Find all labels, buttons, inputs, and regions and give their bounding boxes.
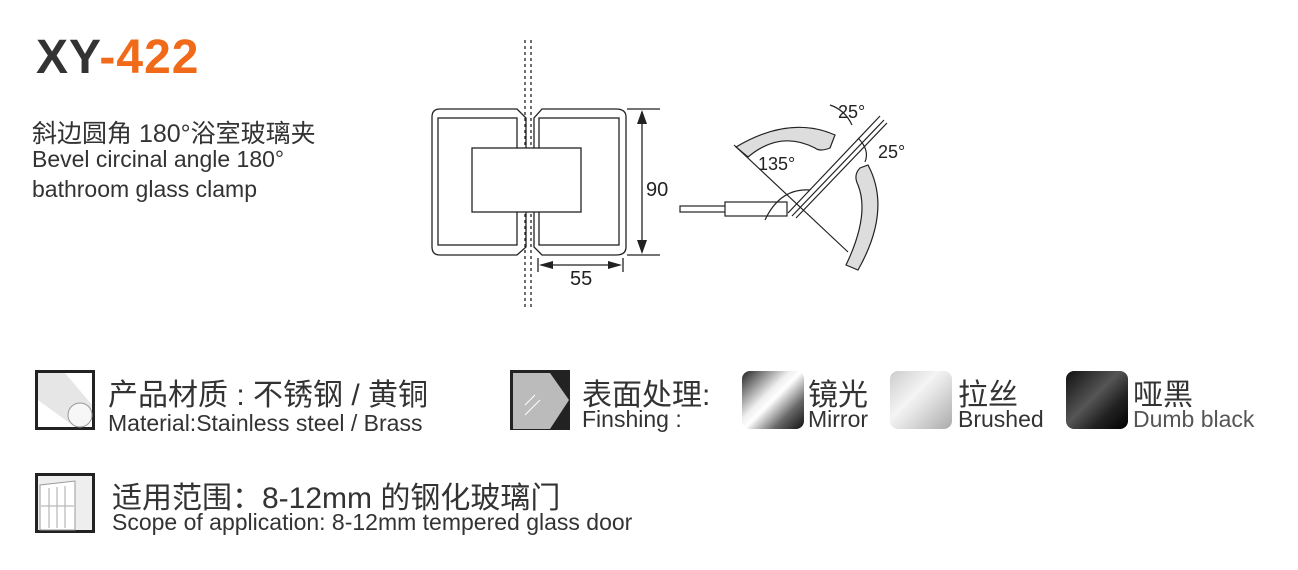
finish-mirror-cn: 镜光 (808, 379, 868, 412)
finish-brushed-cn: 拉丝 (958, 379, 1018, 412)
finish-mirror-en: Mirror (808, 406, 869, 432)
angle-25-right-label: 25° (878, 142, 905, 162)
scope-cn: 适用范围：8-12mm 的钢化玻璃门 (112, 482, 561, 515)
material-cylinder-icon (35, 370, 95, 430)
finishing-en: Finshing : (582, 406, 682, 432)
angle-25-top-label: 25° (838, 102, 865, 122)
description-en-line2: bathroom glass clamp (32, 176, 257, 202)
finishing-glass-icon (510, 370, 570, 430)
top-view-drawing: 135° 25° 25° (679, 102, 905, 271)
finishing-cn: 表面处理: (582, 379, 711, 412)
product-model-title: XY-422 (36, 30, 199, 85)
swatch-dumb-black (1066, 371, 1128, 429)
model-number: -422 (99, 31, 200, 84)
swatch-brushed (890, 371, 952, 429)
model-prefix: XY (36, 31, 100, 84)
description-en-line1: Bevel circinal angle 180° (32, 146, 285, 172)
description-cn: 斜边圆角 180°浴室玻璃夹 (32, 120, 316, 148)
front-view-drawing: 90 55 (431, 40, 668, 308)
dim-height-label: 90 (646, 179, 668, 201)
finish-brushed-en: Brushed (958, 406, 1044, 432)
material-en: Material:Stainless steel / Brass (108, 410, 423, 436)
glass-door-icon (35, 473, 95, 533)
scope-en: Scope of application: 8-12mm tempered gl… (112, 509, 633, 535)
material-cn: 产品材质 : 不锈钢 / 黄铜 (108, 379, 429, 412)
angle-135-label: 135° (758, 154, 795, 174)
finish-black-cn: 哑黑 (1133, 379, 1193, 412)
swatch-mirror (742, 371, 804, 429)
dim-width-label: 55 (570, 268, 592, 290)
finish-black-en: Dumb black (1133, 406, 1255, 432)
